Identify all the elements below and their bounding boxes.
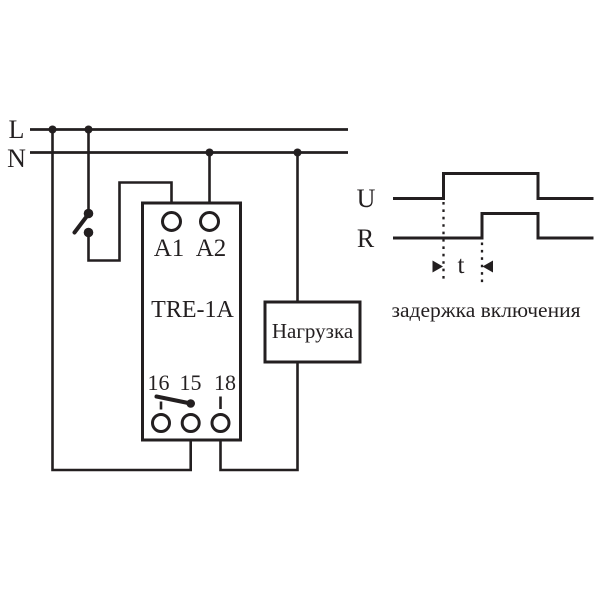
label-terminal-A2: A2	[196, 235, 227, 262]
contact-lever-15	[154, 394, 193, 406]
arrow-left-icon	[482, 260, 493, 273]
junction-dot-N1	[205, 148, 214, 157]
switch-contact-top-dot	[83, 208, 94, 219]
wire-L-to-terminal15	[51, 129, 192, 472]
label-N: N	[7, 144, 26, 173]
wire-switch-to-A1	[87, 181, 173, 262]
terminal-18	[210, 413, 231, 433]
waveform-R	[393, 212, 594, 240]
label-terminal-15: 15	[180, 370, 202, 395]
label-U: U	[357, 184, 376, 213]
junction-dot-L2	[84, 125, 93, 134]
junction-dot-N2	[293, 148, 302, 157]
label-t: t	[458, 252, 465, 279]
load-box	[263, 300, 362, 364]
arrow-right-icon	[432, 260, 443, 273]
label-L: L	[9, 115, 25, 144]
label-R: R	[357, 224, 375, 253]
waveform-U	[393, 172, 594, 200]
timing-caption: задержка включения	[392, 298, 581, 322]
contact-pivot-dot	[186, 399, 195, 408]
relay-model-label: TRE-1A	[151, 297, 234, 323]
switch-contact-bottom-dot	[83, 227, 94, 238]
label-terminal-16: 16	[148, 370, 170, 395]
label-terminal-18: 18	[214, 370, 236, 395]
wire-load-to-terminal18	[219, 362, 299, 472]
junction-dot-L1	[48, 125, 57, 134]
label-terminal-A1: A1	[154, 235, 185, 262]
terminal-A2	[199, 211, 220, 232]
load-label: Нагрузка	[272, 319, 354, 343]
terminal-A1	[161, 211, 182, 232]
terminal-15	[180, 413, 201, 433]
terminal-16	[151, 413, 171, 433]
